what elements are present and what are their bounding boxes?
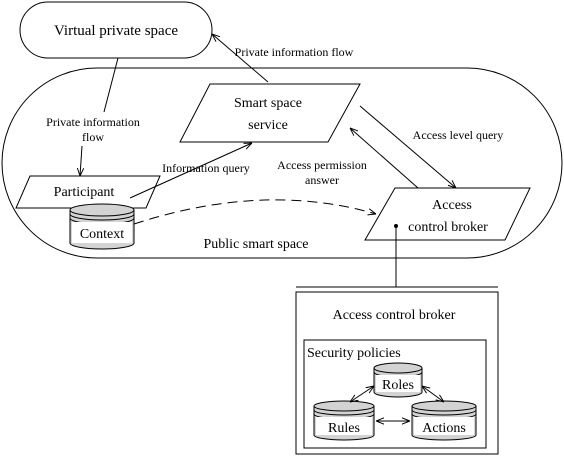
access-control-broker-node	[364, 187, 531, 241]
private-flow-left-arrow	[80, 145, 82, 176]
access-permission-answer-arrow	[350, 128, 419, 189]
context-datastore: Context	[69, 203, 135, 250]
virtual-private-space-label: Virtual private space	[54, 23, 178, 39]
context-to-broker-dashed-arrow	[133, 199, 376, 225]
security-policies-label: Security policies	[307, 346, 401, 361]
access-permission-answer-label-line1: Access permission	[277, 158, 367, 172]
smart-space-service-label-line2: service	[248, 118, 288, 133]
roles-datastore: Roles	[373, 362, 423, 398]
roles-label: Roles	[382, 378, 414, 393]
private-flow-left-line-upper	[103, 57, 119, 113]
information-query-arrow	[129, 143, 252, 199]
information-query-label: Information query	[162, 161, 250, 175]
broker-detail-title: Access control broker	[333, 308, 456, 323]
virtual-private-space-node	[19, 1, 213, 59]
private-flow-left-label-line2: flow	[82, 130, 104, 144]
actions-datastore: Actions	[411, 400, 477, 441]
access-control-broker-label-line1: Access	[432, 198, 472, 213]
rules-label: Rules	[328, 421, 360, 436]
public-smart-space-label: Public smart space	[204, 237, 309, 252]
participant-label: Participant	[54, 185, 115, 200]
access-permission-answer-label-line2: answer	[305, 173, 339, 187]
public-smart-space-region	[1, 67, 563, 259]
access-level-query-label: Access level query	[413, 128, 504, 142]
private-flow-left-label-line1: Private information	[46, 115, 140, 129]
smart-space-service-label-line1: Smart space	[234, 96, 302, 111]
participant-node	[15, 175, 161, 209]
smart-space-service-node	[179, 83, 361, 143]
actions-label: Actions	[422, 421, 466, 436]
access-level-query-arrow	[359, 105, 456, 188]
roles-actions-arrow	[422, 386, 444, 402]
access-control-broker-label-line2: control broker	[408, 220, 488, 235]
private-flow-top-label: Private information flow	[235, 45, 354, 59]
private-flow-top-arrow	[212, 34, 269, 83]
context-label: Context	[80, 227, 124, 242]
rules-datastore: Rules	[313, 400, 375, 441]
roles-rules-arrow	[350, 386, 374, 402]
